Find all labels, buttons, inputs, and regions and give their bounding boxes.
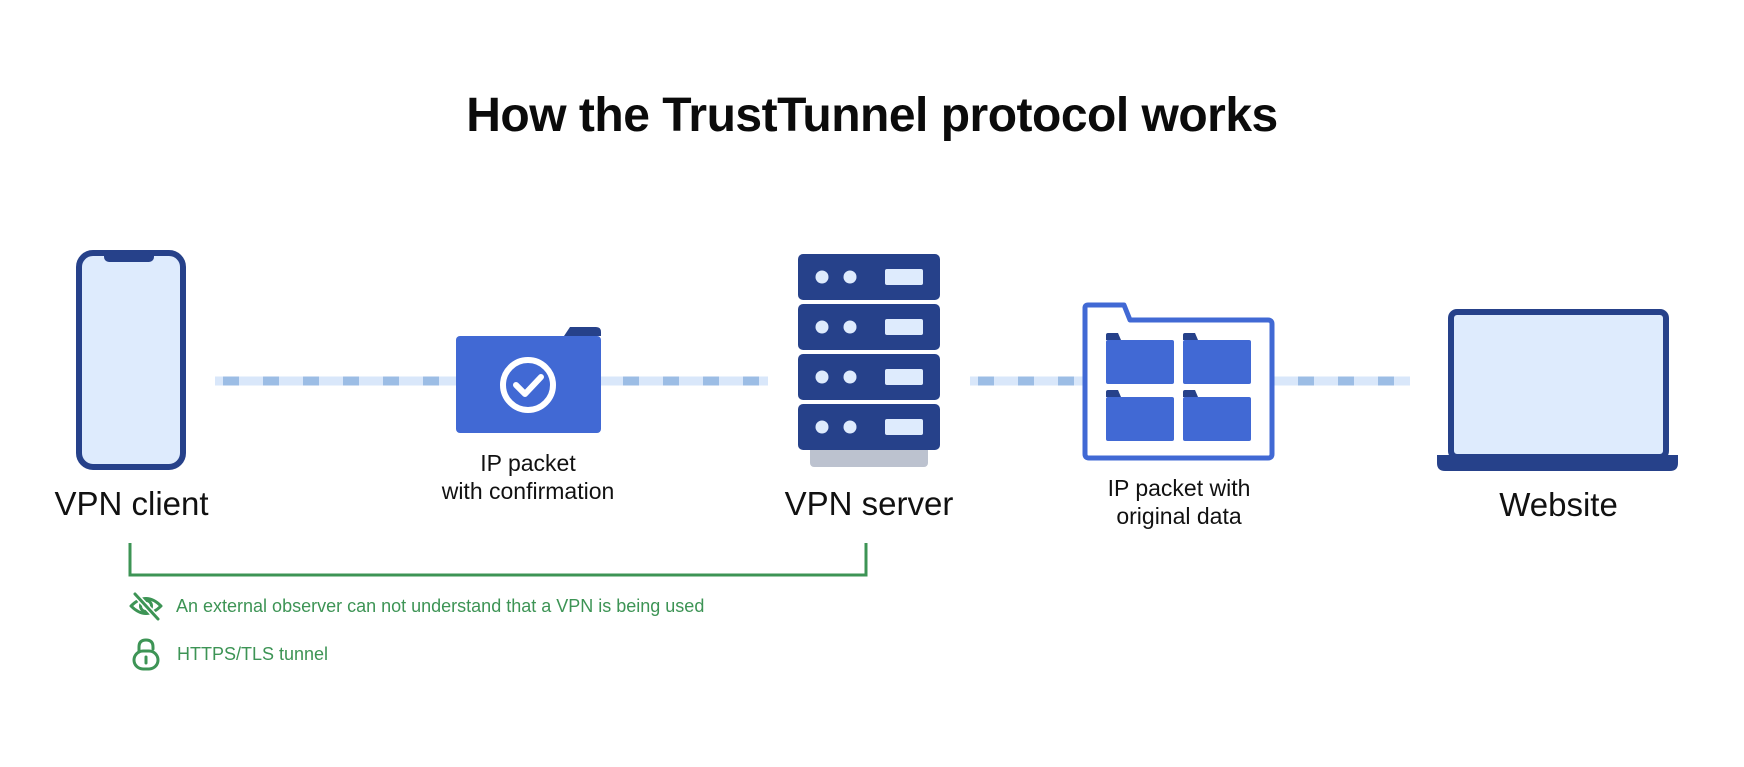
packet-confirmation-line2: with confirmation xyxy=(441,478,615,504)
lock-open-icon xyxy=(132,638,160,671)
eye-slash-icon xyxy=(129,591,163,622)
diagram-title: How the TrustTunnel protocol works xyxy=(466,89,1278,142)
packet-original-line1: IP packet with xyxy=(1107,475,1251,501)
folder-grid-icon xyxy=(1082,302,1275,461)
legend-tunnel-text: HTTPS/TLS tunnel xyxy=(177,643,329,664)
packet-original-line2: original data xyxy=(1116,503,1242,529)
legend-observer-text: An external observer can not understand … xyxy=(176,595,705,616)
packet-confirmation-label: IP packet with confirmation xyxy=(408,449,648,505)
vpn-client-label: VPN client xyxy=(54,485,209,522)
legend-observer: An external observer can not understand … xyxy=(128,590,704,622)
tunnel-bracket xyxy=(128,543,868,577)
smartphone-icon xyxy=(76,250,186,470)
server-rack-icon xyxy=(798,254,940,467)
folder-check-icon xyxy=(456,327,601,433)
website-label: Website xyxy=(1499,486,1618,523)
legend-tunnel: HTTPS/TLS tunnel xyxy=(131,637,328,671)
packet-confirmation-line1: IP packet xyxy=(480,450,576,476)
vpn-server-label: VPN server xyxy=(784,485,954,522)
packet-original-label: IP packet with original data xyxy=(1059,474,1299,530)
laptop-icon xyxy=(1437,309,1678,471)
